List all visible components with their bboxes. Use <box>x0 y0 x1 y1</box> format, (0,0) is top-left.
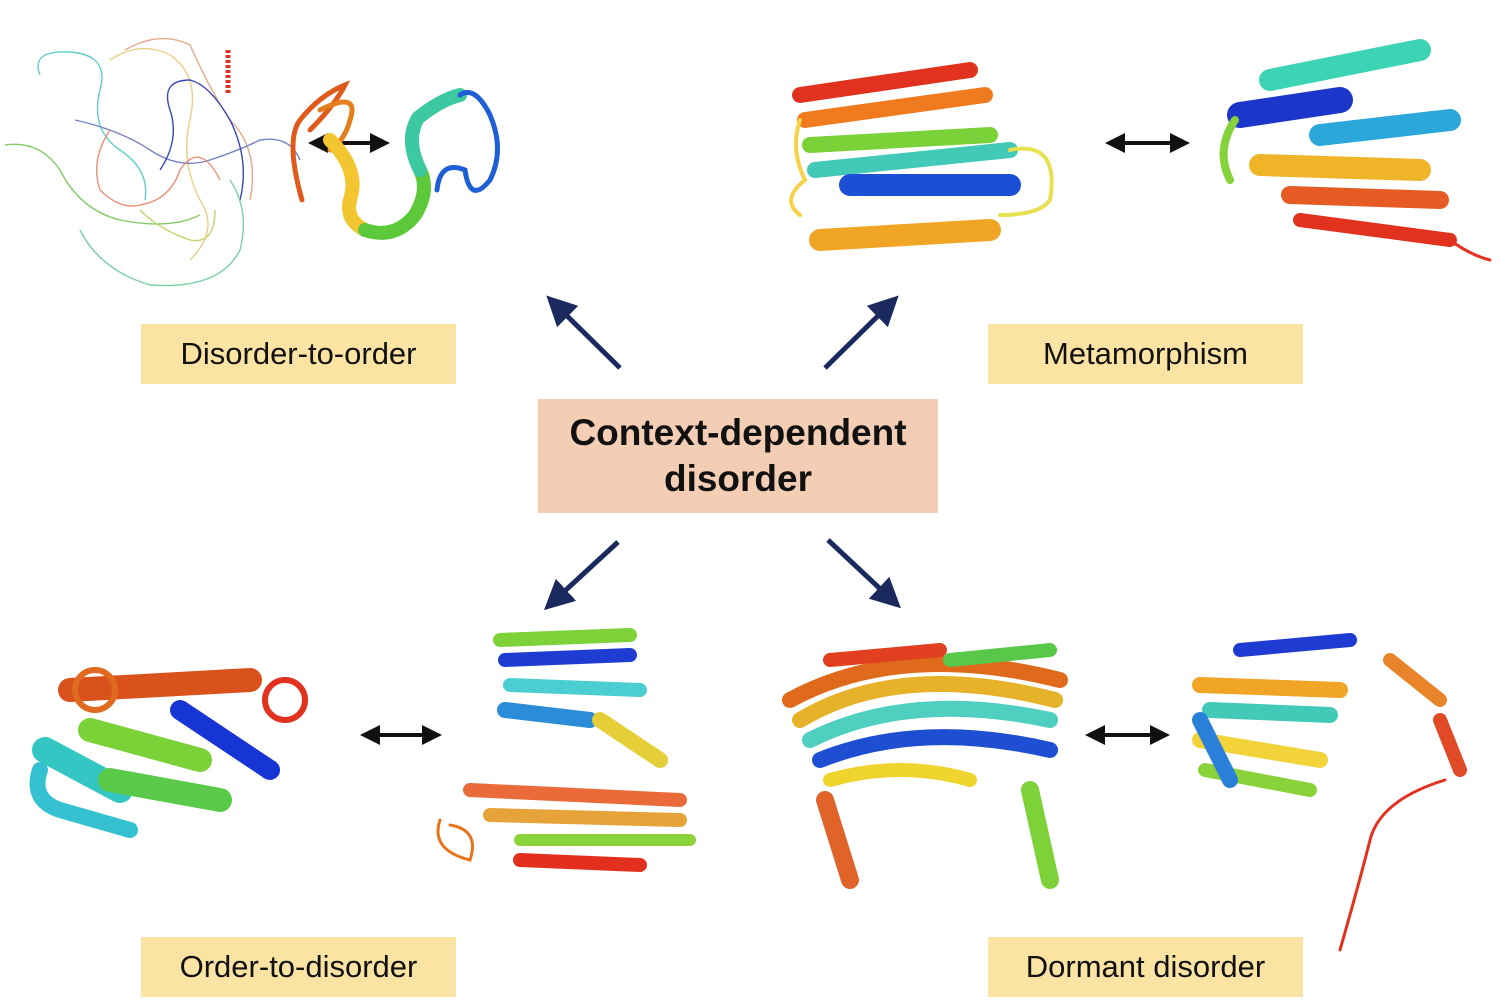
label-order-to-disorder-text: Order-to-disorder <box>179 949 418 984</box>
label-metamorphism-text: Metamorphism <box>1043 336 1248 371</box>
protein-structure-dormant-complex <box>782 643 1068 889</box>
central-concept-line1: Context-dependent <box>569 412 907 453</box>
arrow-to-dormant-disorder <box>826 538 901 609</box>
central-concept-box: Context-dependent disorder <box>538 399 938 513</box>
arrow-to-metamorphism <box>823 295 899 370</box>
protein-structure-disordered <box>4 37 301 287</box>
label-metamorphism: Metamorphism <box>988 324 1303 384</box>
protein-structure-ordered-domain <box>29 667 308 838</box>
label-disorder-to-order-text: Disorder-to-order <box>180 336 417 371</box>
arrow-to-order-to-disorder <box>543 540 620 611</box>
label-disorder-to-order: Disorder-to-order <box>141 324 456 384</box>
protein-structure-dormant-monomer <box>1192 633 1467 952</box>
protein-structure-partially-disordered <box>436 628 696 872</box>
label-dormant-disorder: Dormant disorder <box>988 937 1303 997</box>
central-concept-line2: disorder <box>663 458 813 499</box>
label-order-to-disorder: Order-to-disorder <box>141 937 456 997</box>
label-dormant-disorder-text: Dormant disorder <box>1025 949 1266 984</box>
protein-structure-folded-peptide <box>290 80 500 240</box>
protein-structure-metamorphic-b <box>1219 39 1492 262</box>
arrow-to-disorder-to-order <box>546 295 622 370</box>
protein-structure-metamorphic-a <box>789 62 1054 251</box>
